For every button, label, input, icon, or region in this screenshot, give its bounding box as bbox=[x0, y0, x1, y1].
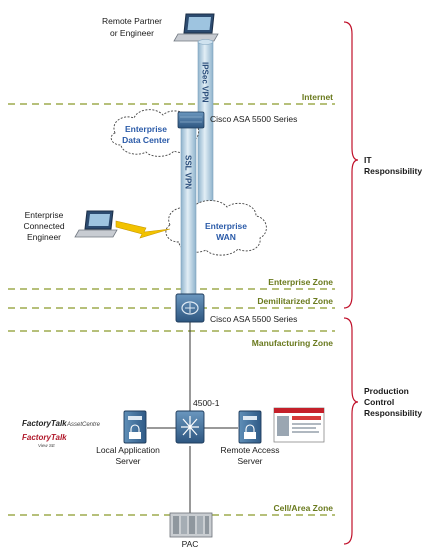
remote-access-server-label-1: Remote Access bbox=[220, 445, 279, 455]
laptop-icon bbox=[74, 210, 118, 238]
laptop-icon bbox=[173, 13, 219, 42]
production-responsibility-label-3: Responsibility bbox=[364, 408, 422, 418]
enterprise-wan-label-1: Enterprise bbox=[205, 221, 247, 231]
factorytalk-viewse-logo: FactoryTalk View SE bbox=[22, 433, 67, 448]
server-icon bbox=[123, 410, 147, 444]
switch-icon bbox=[175, 410, 205, 444]
ipsec-vpn-label: IPSec VPN bbox=[201, 62, 210, 103]
svg-text:AssetCentre: AssetCentre bbox=[66, 422, 101, 428]
it-responsibility-bracket bbox=[343, 21, 359, 309]
zone-lines bbox=[8, 103, 335, 516]
remote-access-server-label-2: Server bbox=[237, 456, 262, 466]
it-responsibility-label-1: IT bbox=[364, 155, 372, 165]
remote-partner-label-1: Remote Partner bbox=[102, 16, 162, 26]
server-icon bbox=[238, 410, 262, 444]
connection-lines bbox=[147, 322, 238, 513]
internet-zone-label: Internet bbox=[302, 92, 333, 102]
production-responsibility-label-1: Production bbox=[364, 386, 409, 396]
asa-bottom-label: Cisco ASA 5500 Series bbox=[210, 314, 297, 324]
pac-label: PAC bbox=[182, 539, 199, 549]
asa-top-label: Cisco ASA 5500 Series bbox=[210, 114, 297, 124]
enterprise-zone-label: Enterprise Zone bbox=[268, 277, 333, 287]
it-responsibility-label-2: Responsibility bbox=[364, 166, 422, 176]
local-app-server-label-1: Local Application bbox=[96, 445, 160, 455]
dmz-zone-label: Demilitarized Zone bbox=[257, 296, 333, 306]
connected-engineer-label-2: Connected bbox=[23, 221, 64, 231]
svg-text:FactoryTalk: FactoryTalk bbox=[22, 433, 67, 442]
software-screenshot-thumbnail bbox=[273, 407, 325, 443]
local-app-server-label-2: Server bbox=[115, 456, 140, 466]
enterprise-dc-label-1: Enterprise bbox=[125, 124, 167, 134]
production-responsibility-bracket bbox=[343, 317, 359, 545]
firewall-icon bbox=[175, 293, 205, 323]
ssl-vpn-tunnel bbox=[180, 117, 197, 301]
enterprise-dc-label-2: Data Center bbox=[122, 135, 170, 145]
factorytalk-assetcentre-logo: FactoryTalk AssetCentre bbox=[22, 419, 101, 428]
enterprise-wan-label-2: WAN bbox=[216, 232, 236, 242]
pac-controller-icon bbox=[169, 512, 213, 538]
connected-engineer-label-3: Engineer bbox=[27, 232, 61, 242]
ssl-vpn-label: SSL VPN bbox=[184, 155, 193, 189]
svg-text:FactoryTalk: FactoryTalk bbox=[22, 419, 67, 428]
production-responsibility-label-2: Control bbox=[364, 397, 394, 407]
lightning-bolt-icon bbox=[115, 220, 171, 239]
manufacturing-zone-label: Manufacturing Zone bbox=[252, 338, 333, 348]
connected-engineer-label-1: Enterprise bbox=[25, 210, 64, 220]
svg-text:View SE: View SE bbox=[38, 443, 56, 448]
cell-zone-label: Cell/Area Zone bbox=[273, 503, 333, 513]
remote-partner-label-2: or Engineer bbox=[110, 28, 154, 38]
switch-label: 4500-1 bbox=[193, 398, 220, 408]
firewall-icon bbox=[177, 111, 205, 129]
